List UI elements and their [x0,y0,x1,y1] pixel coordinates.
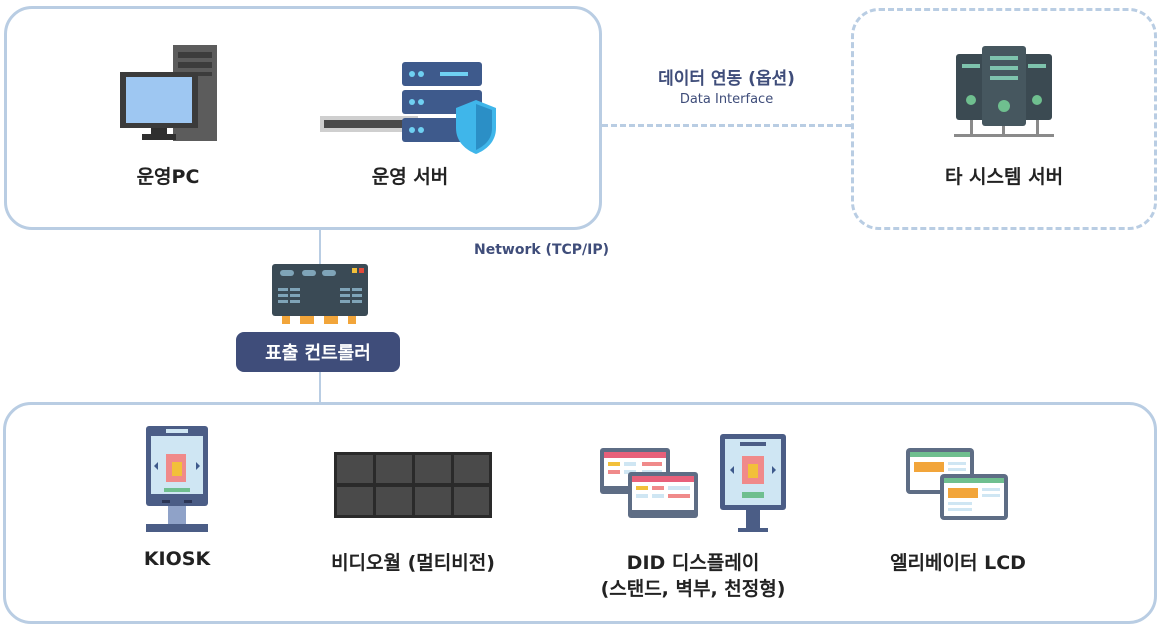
videowall-label: 비디오월 (멀티비전) [331,552,495,574]
display-devices-group [3,402,1157,624]
network-line-top [319,230,321,264]
did-label-line2: (스탠드, 벽부, 천정형) [600,578,786,600]
videowall-icon [334,452,492,518]
data-interface-link [602,124,851,127]
did-label-line1: DID 디스플레이 [626,552,760,574]
kiosk-icon [146,426,208,532]
did-display-icon [600,434,786,532]
external-system-group [851,8,1157,230]
elevator-label: 엘리베이터 LCD [890,552,1026,574]
desktop-pc-icon [120,45,217,141]
controller-board-icon [272,264,368,324]
network-line-bottom [319,372,321,402]
pc-label: 운영PC [136,166,200,188]
external-server-label: 타 시스템 서버 [944,166,1064,188]
server-rack-icon [954,46,1054,137]
controller-label: 표출 컨트롤러 [236,332,400,372]
data-interface-title: 데이터 연동 (옵션) [658,69,795,89]
server-label: 운영 서버 [371,166,449,188]
kiosk-label: KIOSK [143,548,211,570]
elevator-lcd-icon [906,448,1008,520]
network-label: Network (TCP/IP) [474,242,610,258]
operations-group [4,6,602,230]
server-shield-icon [320,62,496,154]
data-interface-subtitle: Data Interface [679,92,774,107]
